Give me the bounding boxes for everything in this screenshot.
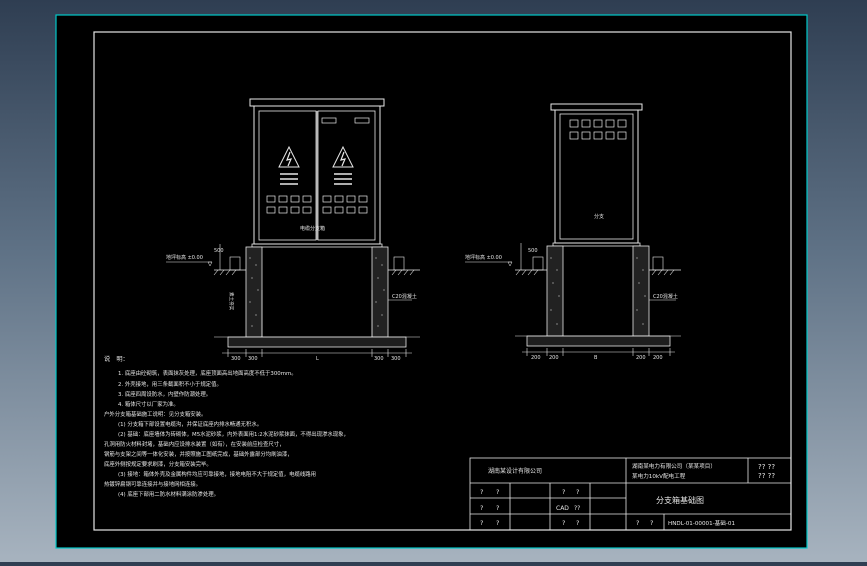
foundation-wall-right	[632, 245, 650, 337]
cabinet-door-right	[317, 110, 376, 241]
placeholder-cell: ?	[650, 519, 653, 527]
dim-label: L	[316, 356, 319, 362]
dim-label: 300	[248, 356, 258, 362]
dim-label: 200	[636, 355, 646, 361]
placeholder-cell: ?	[480, 488, 483, 496]
dim-label: 200	[531, 355, 541, 361]
sub-note: 底座外侧按规定要求刷漆，分支箱安装完毕。	[104, 460, 212, 468]
concrete-label: C20混凝土	[653, 293, 678, 300]
drawing-title: 分支箱基础图	[656, 495, 704, 505]
dim-label: 200	[653, 355, 663, 361]
front-elevation: 电缆分支箱 300 300 L 300	[166, 98, 420, 362]
note-line: 1. 底座由砼砌筑，表面抹灰处理，底座顶面高出地面高度不低于300mm。	[118, 369, 297, 377]
sub-note: 钢筋与支架之间等一体化安装，并按照施工图纸完成，基础外露部分均刷油漆，	[104, 450, 293, 458]
level-label: 地坪标高 ±0.00	[166, 254, 203, 261]
foundation-slab	[526, 335, 671, 347]
sub-note: (4) 底座下部用二防水材料满涂防渗处理。	[118, 490, 219, 498]
foundation-slab	[227, 336, 407, 348]
notes-block: 说 明： 1. 底座由砼砌筑，表面抹灰处理，底座顶面高出地面高度不低于300mm…	[104, 355, 349, 498]
sub-note: (2) 基础：底座墙体为砖砌体，M5水泥砂浆，内外表面用1:2水泥砂浆抹面，不得…	[118, 430, 349, 438]
placeholder-cell: ?	[562, 488, 565, 496]
cabinet-front-text: 电缆分支箱	[300, 225, 325, 232]
code-top-right-2: ?? ??	[758, 472, 775, 480]
title-block	[469, 457, 792, 531]
concrete-label: C20混凝土	[392, 293, 417, 300]
sub-note: 孔洞用防火材料封堵，基础内应设排水装置（如有），在安装前应检查尺寸，	[104, 440, 285, 448]
side-elevation: 分支 200 200 B 200 200 500 地坪标高 ±0.00	[465, 103, 681, 361]
dim-label: 300	[391, 356, 401, 362]
note-line: 3. 底座四周设防水，内壁作防潮处理。	[118, 390, 211, 398]
dim-height: 500	[214, 248, 224, 254]
code-top-right: ?? ??	[758, 463, 775, 471]
placeholder-cell: ?	[576, 488, 579, 496]
drawing-number: HNDL-01-00001-基础-01	[668, 519, 735, 527]
warning-icon	[278, 145, 300, 168]
dim-label: 300	[374, 356, 384, 362]
warning-icon	[332, 145, 354, 168]
foundation-wall-right	[371, 246, 389, 338]
cad-label: CAD	[556, 505, 569, 512]
dim-label: 200	[549, 355, 559, 361]
placeholder-cell: ?	[496, 488, 499, 496]
cabinet-door	[559, 113, 634, 240]
sub-note: 热镀锌扁钢可靠连接并与接地网相连接。	[104, 480, 201, 488]
cad-value: ??	[574, 505, 580, 512]
level-label: 地坪标高 ±0.00	[465, 254, 502, 261]
note-line: 4. 箱体尺寸以厂家为准。	[118, 400, 179, 408]
company-right-1: 湖南某电力有限公司（某某项目）	[632, 462, 716, 470]
placeholder-cell: ?	[562, 519, 565, 527]
note-line: 2. 外壳接地，用三条截面积不小于规定值。	[118, 380, 222, 388]
paper-sheet	[55, 14, 808, 549]
section-title: 户外分支箱基础施工说明：见分支箱安装。	[104, 410, 206, 418]
company-right-2: 某电力10kV配电工程	[632, 472, 686, 480]
dim-height: 500	[528, 248, 538, 254]
side-label: 素土夯实	[228, 292, 235, 311]
placeholder-cell: ?	[496, 504, 499, 512]
sub-note: (3) 接地：箱体外壳及金属构件均应可靠接地，接地电阻不大于规定值，电缆线路用	[118, 470, 316, 478]
placeholder-cell: ?	[496, 519, 499, 527]
cabinet-side-text: 分支	[594, 213, 604, 220]
placeholder-cell: ?	[636, 519, 639, 527]
placeholder-cell: ?	[480, 519, 483, 527]
drawing-frame	[93, 31, 792, 531]
sub-note: (1) 分支箱下部设置电缆沟，并保证底座内排水畅通无积水。	[118, 420, 262, 428]
company-left: 湖南某设计有限公司	[488, 467, 542, 475]
cabinet-door-left	[258, 110, 317, 241]
dim-label: 300	[231, 356, 241, 362]
foundation-wall-left	[546, 245, 564, 337]
placeholder-cell: ?	[480, 504, 483, 512]
notes-title: 说 明：	[104, 355, 129, 363]
dim-label: B	[594, 355, 598, 361]
placeholder-cell: ?	[576, 519, 579, 527]
foundation-wall-left	[245, 246, 263, 338]
